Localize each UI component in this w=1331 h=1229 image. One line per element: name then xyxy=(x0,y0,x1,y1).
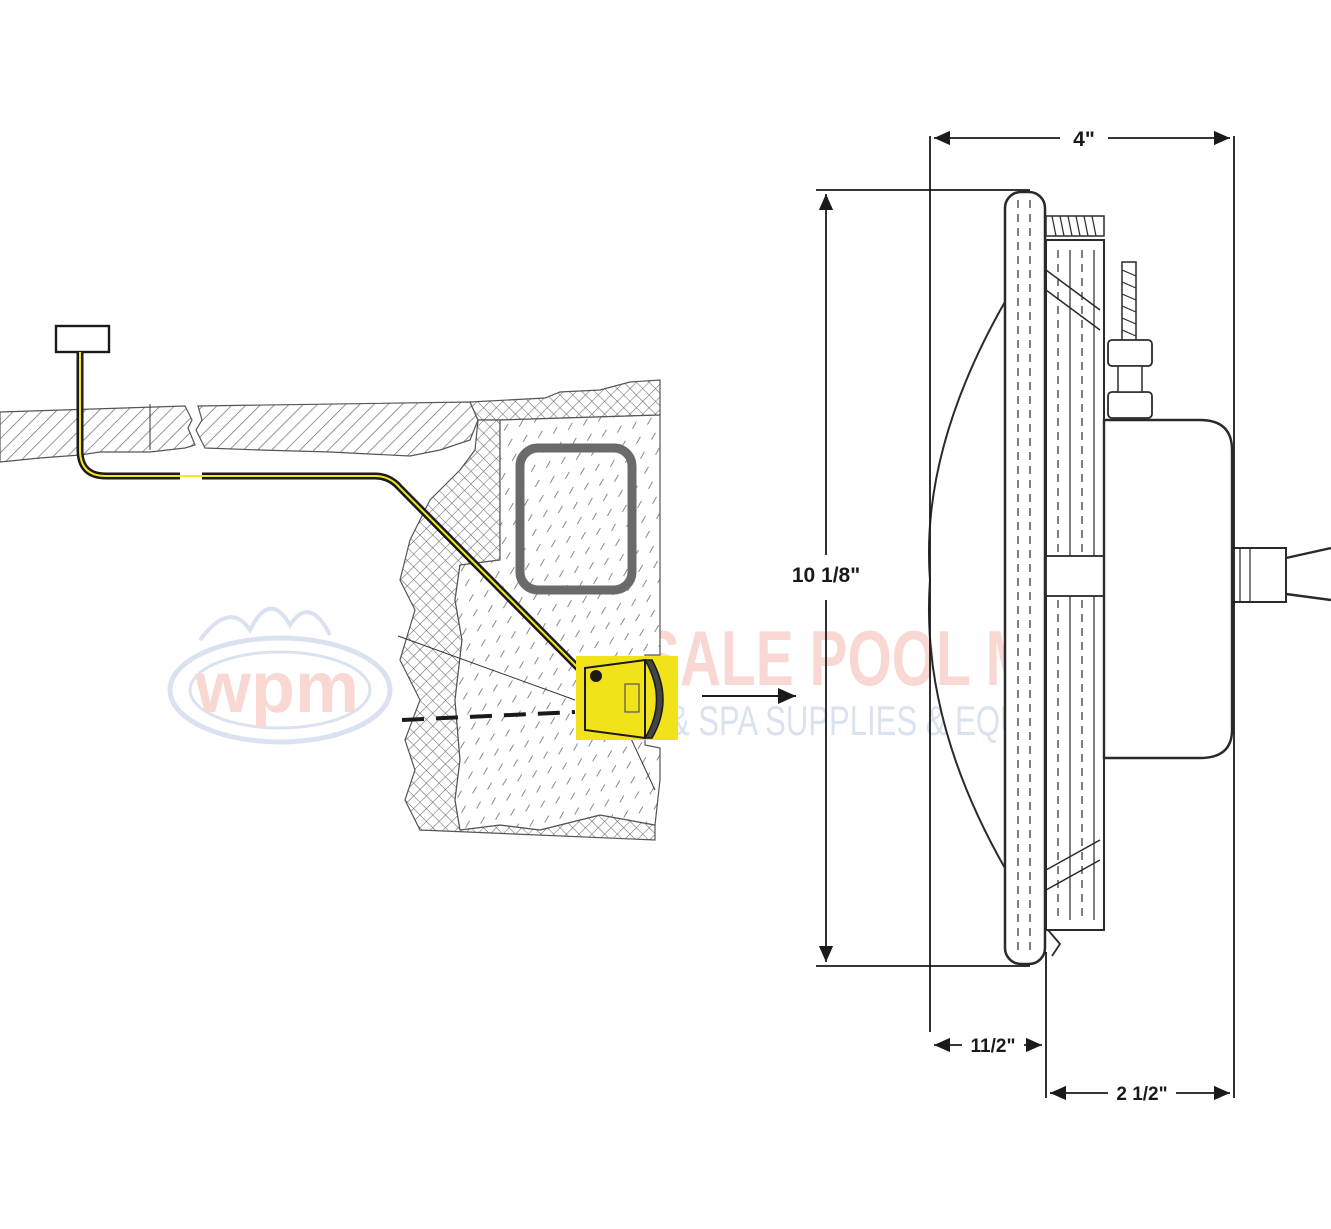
housing-can xyxy=(1102,418,1234,760)
cord-fitting xyxy=(1231,547,1287,603)
top-clip xyxy=(1045,269,1101,331)
deck-slab-right xyxy=(195,401,479,457)
dim-height-label: 10 1/8" xyxy=(792,564,860,587)
leader-line-1 xyxy=(397,635,576,701)
watermark-logo: wpm xyxy=(167,606,393,745)
conduit-cable-core xyxy=(79,352,591,681)
wall-niche-window xyxy=(515,443,637,595)
deck-slab-left xyxy=(0,405,196,463)
pool-cross-section xyxy=(0,379,661,841)
dim-width-label: 4" xyxy=(1073,128,1095,151)
mounting-bolt xyxy=(1107,261,1153,419)
junction-box xyxy=(54,324,111,354)
fixture-cable-entry xyxy=(590,670,602,682)
bottom-spring-clip xyxy=(1047,929,1062,957)
light-side-view xyxy=(927,190,1331,966)
face-ring xyxy=(1003,190,1047,966)
top-screw xyxy=(1045,215,1105,237)
watermark-logo-text: wpm xyxy=(194,648,359,728)
coping xyxy=(469,379,661,421)
cable-assembly xyxy=(54,324,593,683)
dimensions: 4" 10 1/8" 11/2" 2 1/2" xyxy=(792,128,1235,1105)
fixture-lamp xyxy=(624,683,640,713)
fixture-lens xyxy=(643,659,664,739)
water-line xyxy=(401,710,576,722)
dim-housing-depth-label: 2 1/2" xyxy=(1116,1084,1167,1105)
lens-dome xyxy=(927,299,1007,871)
power-cord xyxy=(1285,546,1331,602)
center-bracket xyxy=(1045,555,1105,597)
highlighted-light-fixture xyxy=(576,656,678,740)
dim-face-depth-label: 11/2" xyxy=(971,1036,1016,1057)
bottom-clip xyxy=(1045,839,1101,891)
